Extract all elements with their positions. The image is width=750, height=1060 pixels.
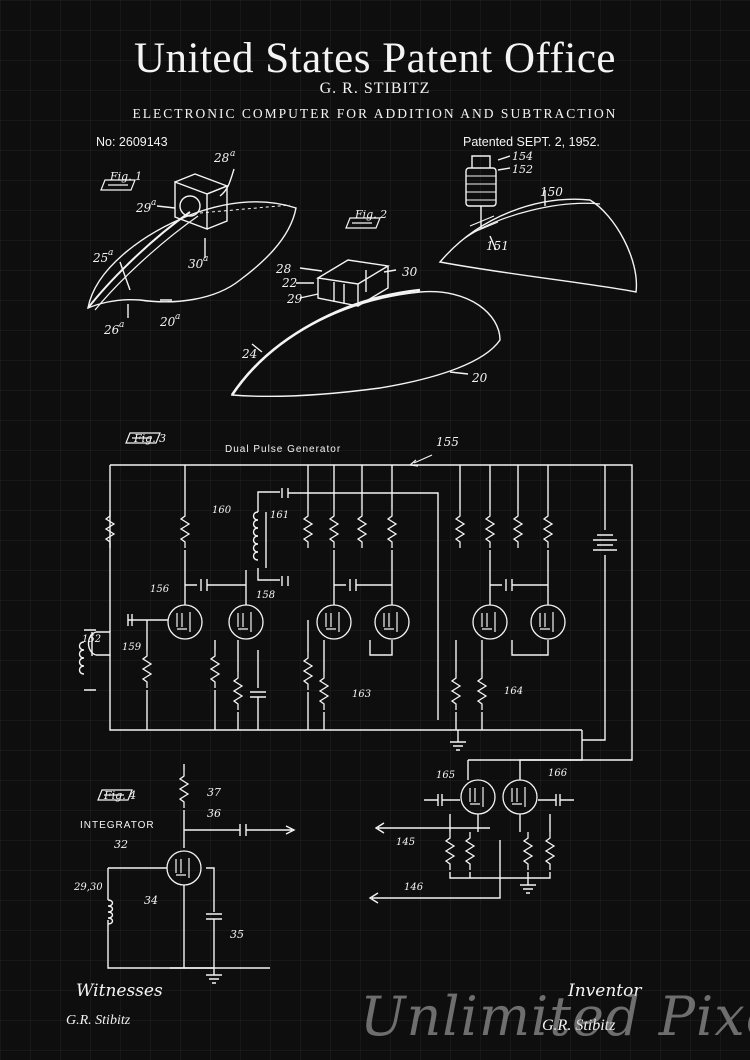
page-title: United States Patent Office	[133, 35, 616, 82]
fig3-label: Fig. 3	[133, 432, 166, 445]
ref-30a-sup: a	[203, 254, 208, 264]
ref-35: 35	[230, 928, 244, 941]
ref-28a-sup: a	[230, 149, 235, 159]
fig1-label: Fig. 1	[109, 170, 142, 183]
inventor-label: Inventor	[567, 981, 642, 1001]
figure-1-drawing	[87, 168, 297, 318]
figure-3-schematic	[78, 432, 633, 904]
figure-top-right-drawing	[438, 155, 638, 293]
ref-28a: 28	[213, 151, 230, 165]
ref-29: 29	[286, 292, 303, 306]
patent-date: Patented SEPT. 2, 1952.	[463, 135, 600, 149]
ref-161: 161	[270, 510, 289, 521]
ref-37: 37	[207, 786, 221, 799]
ref-20a: 20	[159, 315, 176, 329]
ref-29-30: 29,30	[73, 882, 103, 893]
ref-34: 34	[144, 894, 158, 907]
ref-30a: 30	[188, 257, 204, 271]
ref-26a: 26	[103, 323, 120, 337]
ref-163: 163	[352, 689, 371, 700]
ref-164: 164	[504, 686, 523, 697]
figure-2-drawing	[230, 217, 501, 398]
witnesses-label: Witnesses	[76, 981, 163, 1001]
ref-30: 30	[402, 265, 418, 279]
ref-145: 145	[396, 837, 415, 848]
ref-146: 146	[404, 882, 424, 893]
ref-24: 24	[241, 347, 257, 361]
patent-number: No: 2609143	[96, 135, 168, 149]
ref-36: 36	[207, 807, 221, 820]
ref-25a: 25	[92, 251, 108, 265]
inventor-name: G. R. STIBITZ	[319, 80, 431, 97]
witness-signature: G.R. Stibitz	[66, 1013, 131, 1028]
ref-28: 28	[275, 262, 292, 276]
ref-20: 20	[471, 371, 488, 385]
ref-152: 152	[82, 634, 101, 645]
ref-159: 159	[122, 642, 142, 653]
ref-155: 155	[436, 435, 459, 449]
inventor-signature: G.R. Stibitz	[542, 1017, 616, 1034]
fig4-caption: INTEGRATOR	[80, 820, 155, 831]
ref-150: 150	[540, 185, 563, 199]
ref-166: 166	[548, 768, 568, 779]
ref-158: 158	[256, 590, 275, 601]
ref-156: 156	[150, 584, 170, 595]
ref-20a-sup: a	[175, 312, 180, 322]
ref-160: 160	[212, 505, 232, 516]
ref-151: 151	[486, 239, 509, 253]
ref-22: 22	[281, 276, 297, 290]
ref-29a-sup: a	[151, 198, 156, 208]
ref-26a-sup: a	[119, 320, 124, 330]
fig2-label: Fig. 2	[354, 208, 387, 221]
patent-subtitle: ELECTRONIC COMPUTER FOR ADDITION AND SUB…	[132, 106, 618, 121]
ref-32: 32	[114, 838, 128, 851]
ref-165: 165	[436, 770, 455, 781]
ref-154: 154	[512, 150, 533, 163]
ref-152-top: 152	[512, 163, 533, 176]
ref-29a: 29	[135, 201, 152, 215]
watermark: Unlimited Pixel	[360, 985, 750, 1048]
ref-25a-sup: a	[108, 248, 113, 258]
figure-4-schematic	[97, 764, 296, 984]
fig4-label: Fig. 4	[103, 789, 136, 802]
fig3-caption: Dual Pulse Generator	[225, 444, 341, 455]
